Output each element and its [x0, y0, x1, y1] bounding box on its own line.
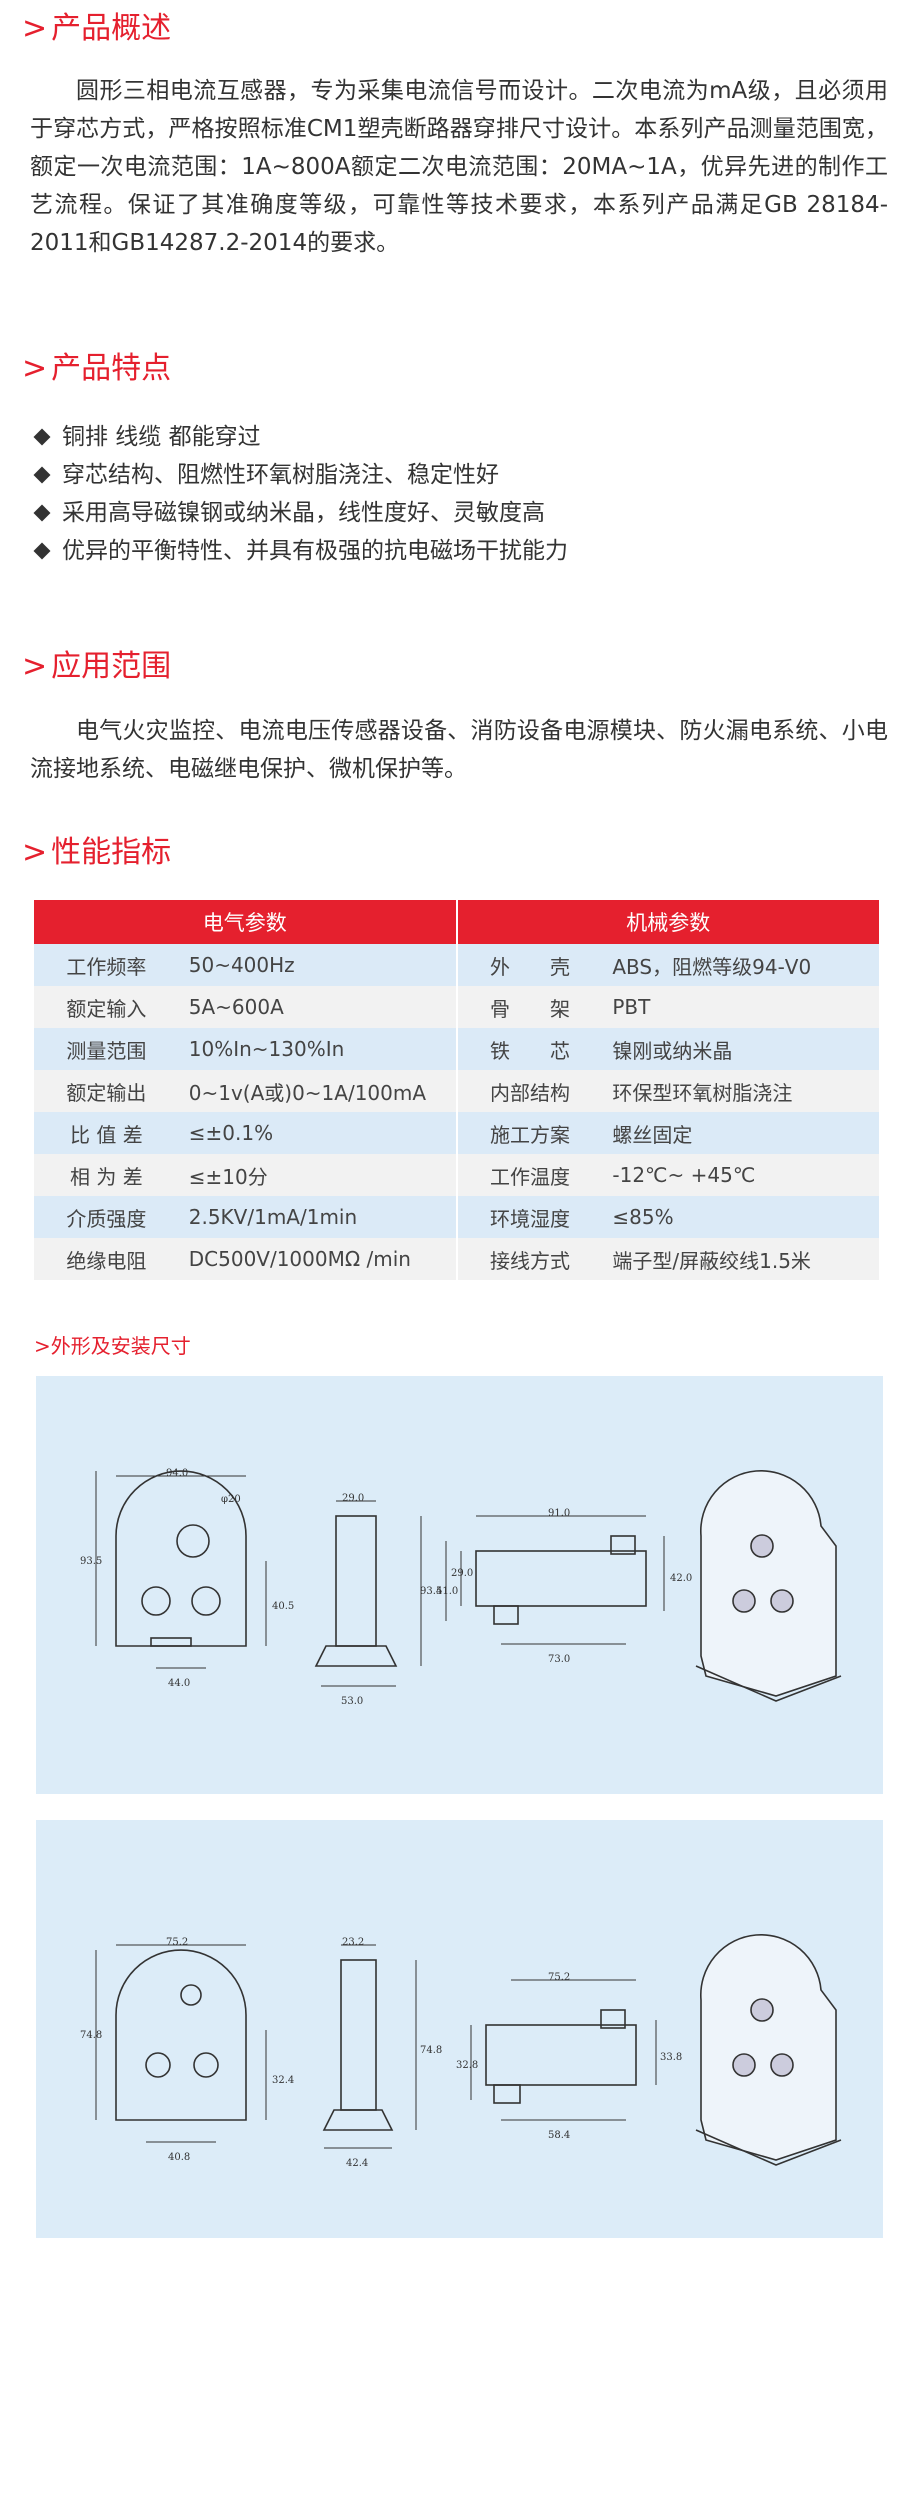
feature-text: 穿芯结构、阻燃性环氧树脂浇注、稳定性好	[62, 462, 499, 488]
electrical-param-label: 介质强度	[34, 1196, 179, 1238]
dimension-label: 40.5	[272, 1601, 295, 1612]
dimension-label: 41.0	[436, 1586, 459, 1597]
mechanical-param-value: PBT	[602, 986, 879, 1028]
chevron-right-icon: >	[34, 1334, 51, 1358]
electrical-param-value: 2.5KV/1mA/1min	[178, 1196, 457, 1238]
electrical-param-value: 10%In~130%In	[178, 1028, 457, 1070]
mechanical-param-label: 骨 架	[455, 986, 603, 1028]
mechanical-param-value: ABS，阻燃等级94-V0	[602, 944, 879, 986]
section-title-application: >应用范围	[22, 652, 171, 682]
mechanical-param-label: 外 壳	[455, 944, 603, 986]
dimension-label: 40.8	[168, 2152, 191, 2163]
dimension-label: 93.5	[420, 1586, 443, 1597]
electrical-param-label: 额定输入	[34, 986, 179, 1028]
dimension-label: 74.8	[80, 2030, 103, 2041]
dimension-label: 32.8	[456, 2060, 479, 2071]
diamond-bullet-icon	[33, 428, 51, 446]
electrical-param-label: 比 值 差	[34, 1112, 179, 1154]
mechanical-param-value: 镍刚或纳米晶	[602, 1028, 879, 1070]
application-text: 电气火灾监控、电流电压传感器设备、消防设备电源模块、防火漏电系统、小电流接地系统…	[30, 718, 888, 782]
overview-title: 产品概述	[51, 11, 172, 46]
mechanical-param-label: 环境湿度	[455, 1196, 603, 1238]
electrical-param-label: 额定输出	[34, 1070, 179, 1112]
mechanical-param-label: 内部结构	[455, 1070, 603, 1112]
diamond-bullet-icon	[33, 504, 51, 522]
electrical-param-value: ≤±10分	[178, 1154, 457, 1196]
dimension-label: 53.0	[341, 1696, 364, 1707]
feature-text: 采用高导磁镍钢或纳米晶，线性度好、灵敏度高	[62, 500, 545, 526]
dimension-label: 73.0	[548, 1654, 571, 1665]
dimension-label: 93.5	[80, 1556, 103, 1567]
section-title-performance: >性能指标	[22, 838, 171, 868]
section-title-features: >产品特点	[22, 354, 171, 384]
electrical-param-value: 0~1v(A或)0~1A/100mA	[178, 1070, 457, 1112]
dimension-label: φ20	[221, 1494, 241, 1505]
dimension-label: 44.0	[168, 1678, 191, 1689]
performance-title: 性能指标	[51, 835, 172, 870]
features-title: 产品特点	[51, 351, 172, 386]
chevron-right-icon: >	[22, 351, 48, 386]
dimension-label: 91.0	[548, 1508, 571, 1519]
mechanical-param-value: 环保型环氧树脂浇注	[602, 1070, 879, 1112]
dimension-label: 33.8	[660, 2052, 683, 2063]
mechanical-param-label: 接线方式	[455, 1238, 603, 1280]
dimension-label: 75.2	[166, 1937, 189, 1948]
list-item: 穿芯结构、阻燃性环氧树脂浇注、稳定性好	[32, 456, 568, 494]
table-header-electrical: 电气参数	[34, 900, 457, 944]
list-item: 优异的平衡特性、并具有极强的抗电磁场干扰能力	[32, 532, 568, 570]
mechanical-param-label: 铁 芯	[455, 1028, 603, 1070]
chevron-right-icon: >	[22, 835, 48, 870]
chevron-right-icon: >	[22, 649, 48, 684]
electrical-param-value: DC500V/1000MΩ /min	[178, 1238, 457, 1280]
table-header-mechanical: 机械参数	[455, 900, 879, 944]
list-item: 采用高导磁镍钢或纳米晶，线性度好、灵敏度高	[32, 494, 568, 532]
mechanical-param-label: 工作温度	[455, 1154, 603, 1196]
dimension-label: 42.0	[670, 1573, 693, 1584]
section-title-overview: >产品概述	[22, 14, 171, 44]
electrical-param-value: 5A~600A	[178, 986, 457, 1028]
overview-text: 圆形三相电流互感器，专为采集电流信号而设计。二次电流为mA级，且必须用于穿芯方式…	[30, 78, 888, 256]
dimension-label: 94.0	[166, 1468, 189, 1479]
electrical-param-label: 相 为 差	[34, 1154, 179, 1196]
diamond-bullet-icon	[33, 542, 51, 560]
table-row: 相 为 差≤±10分工作温度-12℃~ +45℃	[34, 1154, 879, 1196]
feature-list: 铜排 线缆 都能穿过 穿芯结构、阻燃性环氧树脂浇注、稳定性好 采用高导磁镍钢或纳…	[32, 418, 568, 570]
feature-text: 优异的平衡特性、并具有极强的抗电磁场干扰能力	[62, 538, 568, 564]
dimension-drawing-1: 94.0 φ20 93.5 40.5 44.0 29.0 93.5 53.0 91.0 29.0 4…	[36, 1376, 883, 1794]
dimension-label: 58.4	[548, 2130, 571, 2141]
mechanical-param-label: 施工方案	[455, 1112, 603, 1154]
list-item: 铜排 线缆 都能穿过	[32, 418, 568, 456]
dimension-drawing-2: 75.2 74.8 32.4 40.8 23.2 74.8 42.4 75.2 32.8 33.8…	[36, 1820, 883, 2238]
dimension-label: 42.4	[346, 2158, 369, 2169]
dimensions-title: 外形及安装尺寸	[50, 1334, 191, 1358]
section-title-dimensions: >外形及安装尺寸	[34, 1330, 191, 1359]
mechanical-param-value: 端子型/屏蔽绞线1.5米	[602, 1238, 879, 1280]
mechanical-param-value: 螺丝固定	[602, 1112, 879, 1154]
table-row: 比 值 差≤±0.1%施工方案螺丝固定	[34, 1112, 879, 1154]
diamond-bullet-icon	[33, 466, 51, 484]
electrical-param-label: 工作频率	[34, 944, 179, 986]
feature-text: 铜排 线缆 都能穿过	[62, 424, 261, 450]
electrical-param-label: 绝缘电阻	[34, 1238, 179, 1280]
dimension-label: 29.0	[451, 1568, 474, 1579]
mechanical-param-value: ≤85%	[602, 1196, 879, 1238]
dimension-label: 32.4	[272, 2075, 295, 2086]
dimension-label: 75.2	[548, 1972, 571, 1983]
electrical-param-value: 50~400Hz	[178, 944, 457, 986]
electrical-param-label: 测量范围	[34, 1028, 179, 1070]
mechanical-param-value: -12℃~ +45℃	[602, 1154, 879, 1196]
dimension-label: 74.8	[420, 2045, 443, 2056]
chevron-right-icon: >	[22, 11, 48, 46]
electrical-param-value: ≤±0.1%	[178, 1112, 457, 1154]
application-title: 应用范围	[51, 649, 172, 684]
dimension-label: 29.0	[342, 1493, 365, 1504]
dimension-label: 23.2	[342, 1937, 365, 1948]
